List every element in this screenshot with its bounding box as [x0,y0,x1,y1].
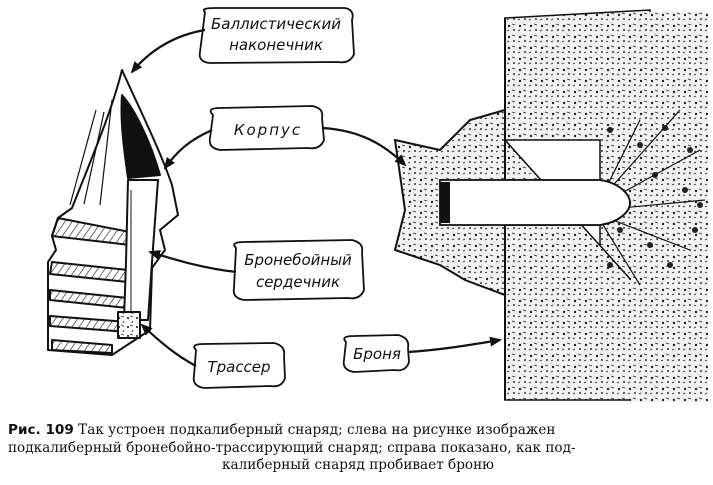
body-label: Корпус [234,121,302,139]
arrow-body-left [163,128,213,170]
caption-line-3: калиберный снаряд пробивает броню [221,457,495,473]
arrow-tracer [140,323,197,367]
ballistic-tip-label-line1: Баллистический [211,15,341,33]
caption-figure-number: Рис. 109 [8,422,74,438]
label-core: Бронебойный сердечник [232,239,365,301]
arrow-armor [407,336,502,354]
arrow-core [148,250,237,274]
arrow-ballistic-tip [130,28,206,74]
projectile-cutaway [47,69,179,356]
diagram-figure: Баллистический наконечник Корпус Бронебо… [47,7,708,402]
caption-line-1: Рис. 109 Так устроен подкалиберный снаря… [8,422,556,438]
caption-line-2: подкалиберный бронебойно-трассирующий сн… [8,439,576,456]
core-label-line2: сердечник [256,273,340,291]
leader-arrows [130,28,502,367]
label-body: Корпус [208,105,325,151]
label-armor: Броня [342,334,410,373]
arrow-body-right [321,126,407,167]
label-tracer: Трассер [192,342,286,389]
penetrator-in-armor [393,108,631,297]
label-ballistic-tip: Баллистический наконечник [198,7,355,64]
tracer-label: Трассер [207,358,270,376]
ballistic-tip-label-line2: наконечник [229,36,323,54]
figure-caption: Рис. 109 Так устроен подкалиберный снаря… [8,422,708,475]
core-label-line1: Бронебойный [244,251,352,269]
armor-label: Броня [353,345,401,363]
